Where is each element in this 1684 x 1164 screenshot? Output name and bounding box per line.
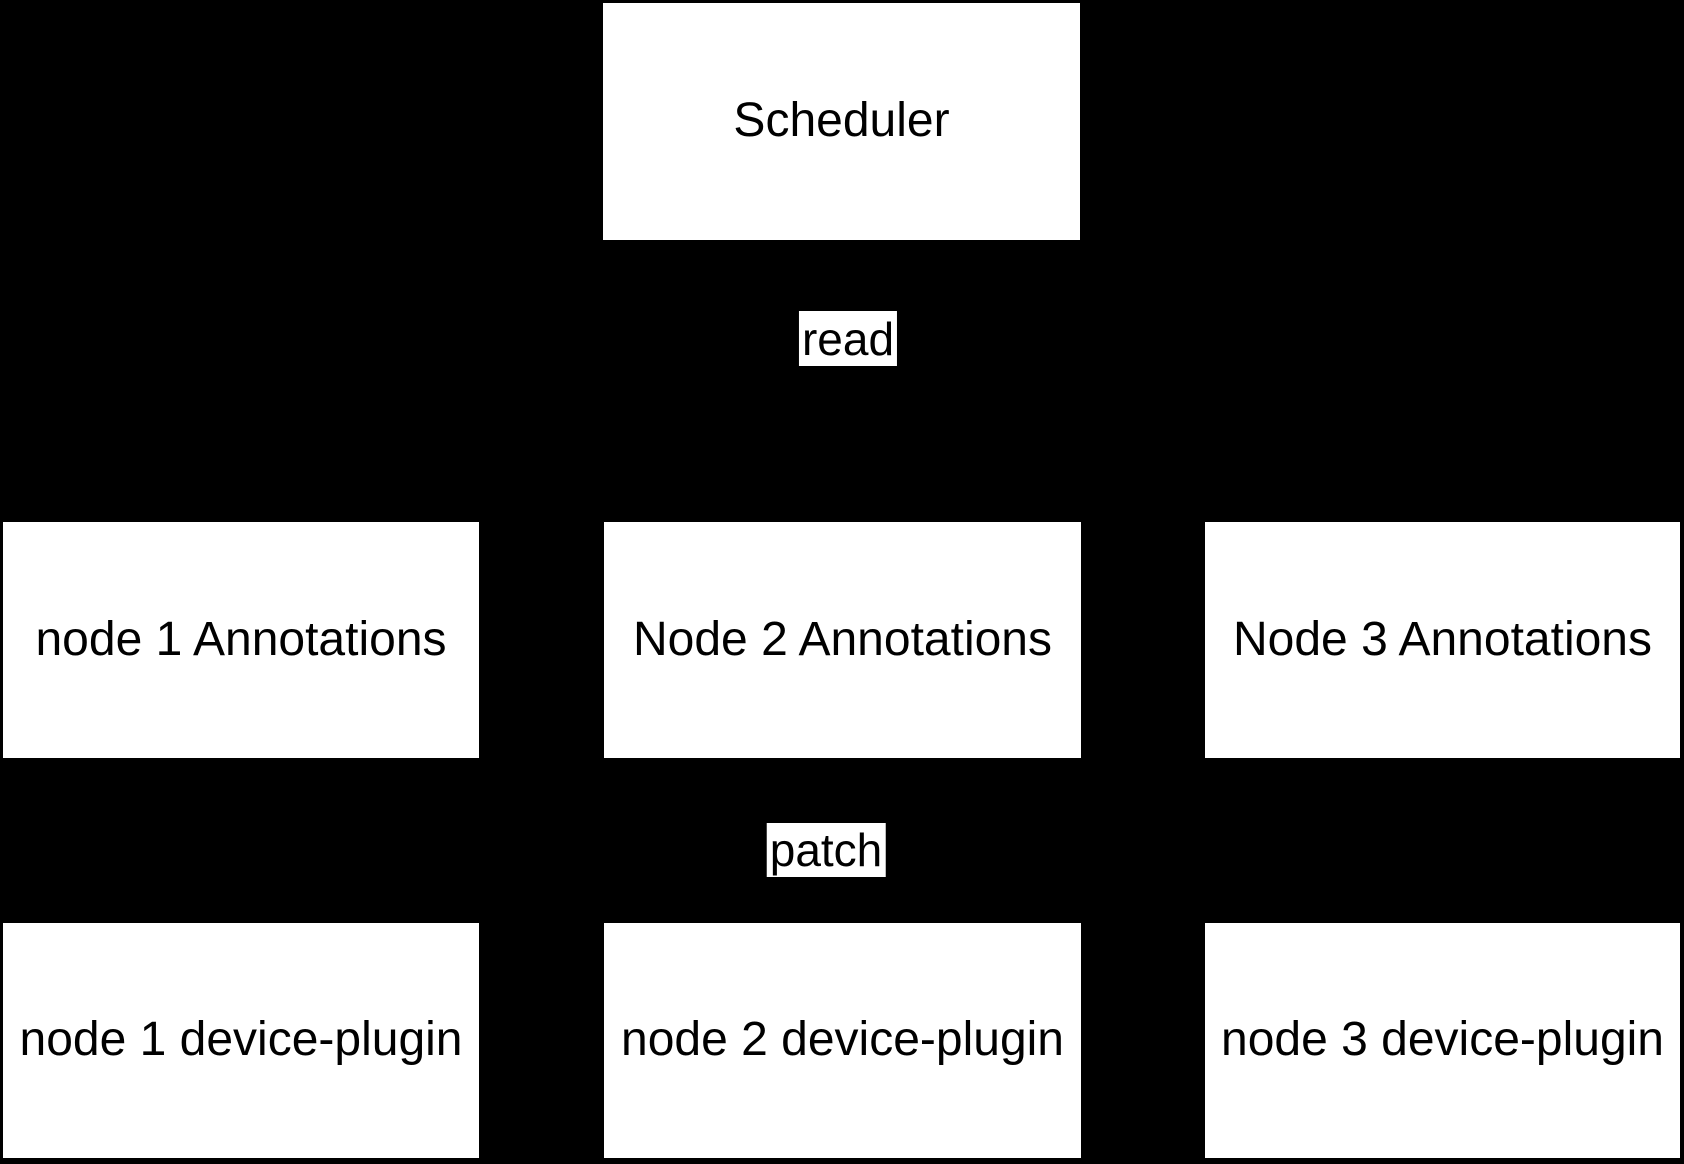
node-2-annotations: Node 2 Annotations [604, 522, 1081, 758]
patch-edge-label: patch [766, 823, 886, 877]
node-1-annotations-label: node 1 Annotations [35, 612, 447, 666]
patch-edge-label-text: patch [769, 824, 883, 876]
read-edge-label-text: read [801, 312, 895, 365]
node-2-annotations-label: Node 2 Annotations [633, 612, 1052, 666]
node-3-annotations: Node 3 Annotations [1205, 522, 1680, 758]
node-3-annotations-label: Node 3 Annotations [1233, 612, 1652, 666]
read-edge-label: read [798, 311, 898, 366]
node-2-device-plugin-label: node 2 device-plugin [621, 1013, 1064, 1067]
node-3-device-plugin: node 3 device-plugin [1205, 923, 1680, 1158]
node-3-device-plugin-label: node 3 device-plugin [1221, 1013, 1664, 1067]
scheduler-node: Scheduler [603, 3, 1080, 240]
node-1-annotations: node 1 Annotations [3, 522, 479, 758]
node-1-device-plugin-label: node 1 device-plugin [19, 1013, 463, 1067]
node-2-device-plugin: node 2 device-plugin [604, 923, 1081, 1158]
scheduler-node-label: Scheduler [733, 94, 950, 148]
node-1-device-plugin: node 1 device-plugin [3, 923, 479, 1158]
